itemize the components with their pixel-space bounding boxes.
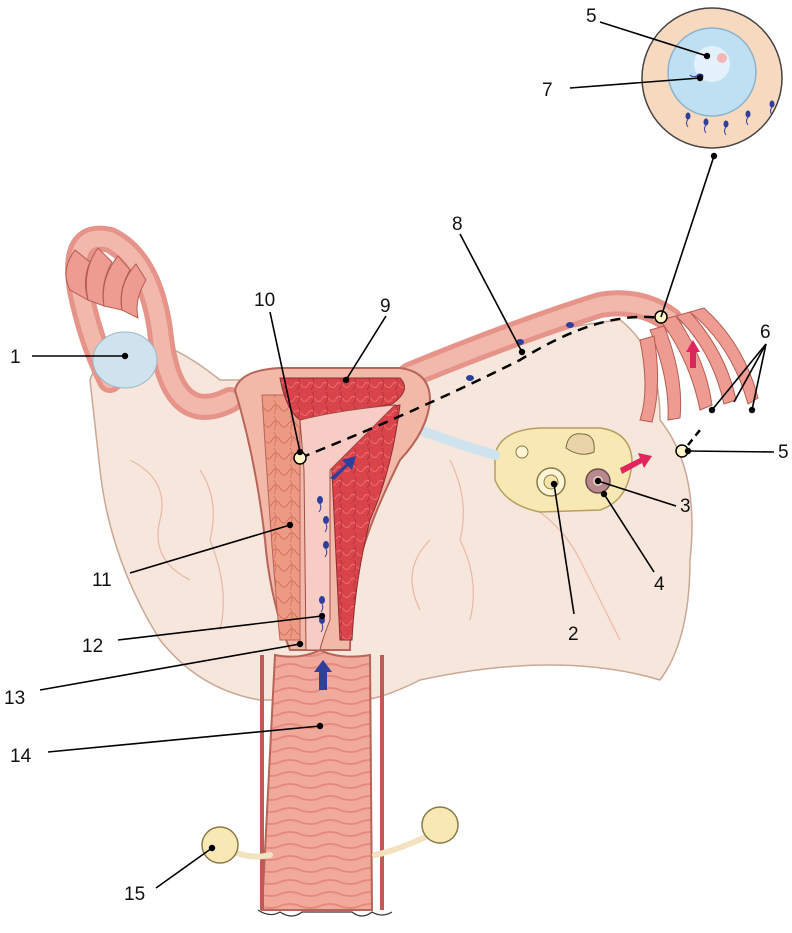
label-14: 14 [10, 746, 32, 767]
label-5-egg: 5 [778, 442, 789, 463]
label-11: 11 [92, 570, 112, 591]
label-4: 4 [654, 574, 665, 595]
label-5-top: 5 [586, 6, 597, 27]
ovary-follicle-small [516, 446, 528, 458]
label-1: 1 [10, 347, 21, 368]
label-3: 3 [680, 496, 691, 517]
label-7: 7 [542, 80, 553, 101]
label-12: 12 [82, 636, 103, 657]
vagina [262, 650, 372, 910]
label-10: 10 [254, 290, 275, 311]
ovary-follicle-top [566, 434, 594, 454]
label-15: 15 [124, 884, 145, 905]
label-13: 13 [4, 688, 25, 709]
label-2: 2 [568, 624, 579, 645]
label-8: 8 [452, 214, 463, 235]
label-6: 6 [760, 322, 771, 343]
label-9: 9 [380, 296, 391, 317]
fertilization-inset [642, 8, 782, 148]
inset-connector [661, 156, 714, 317]
left-ovary-shadow [93, 332, 157, 388]
ovary [495, 428, 632, 512]
